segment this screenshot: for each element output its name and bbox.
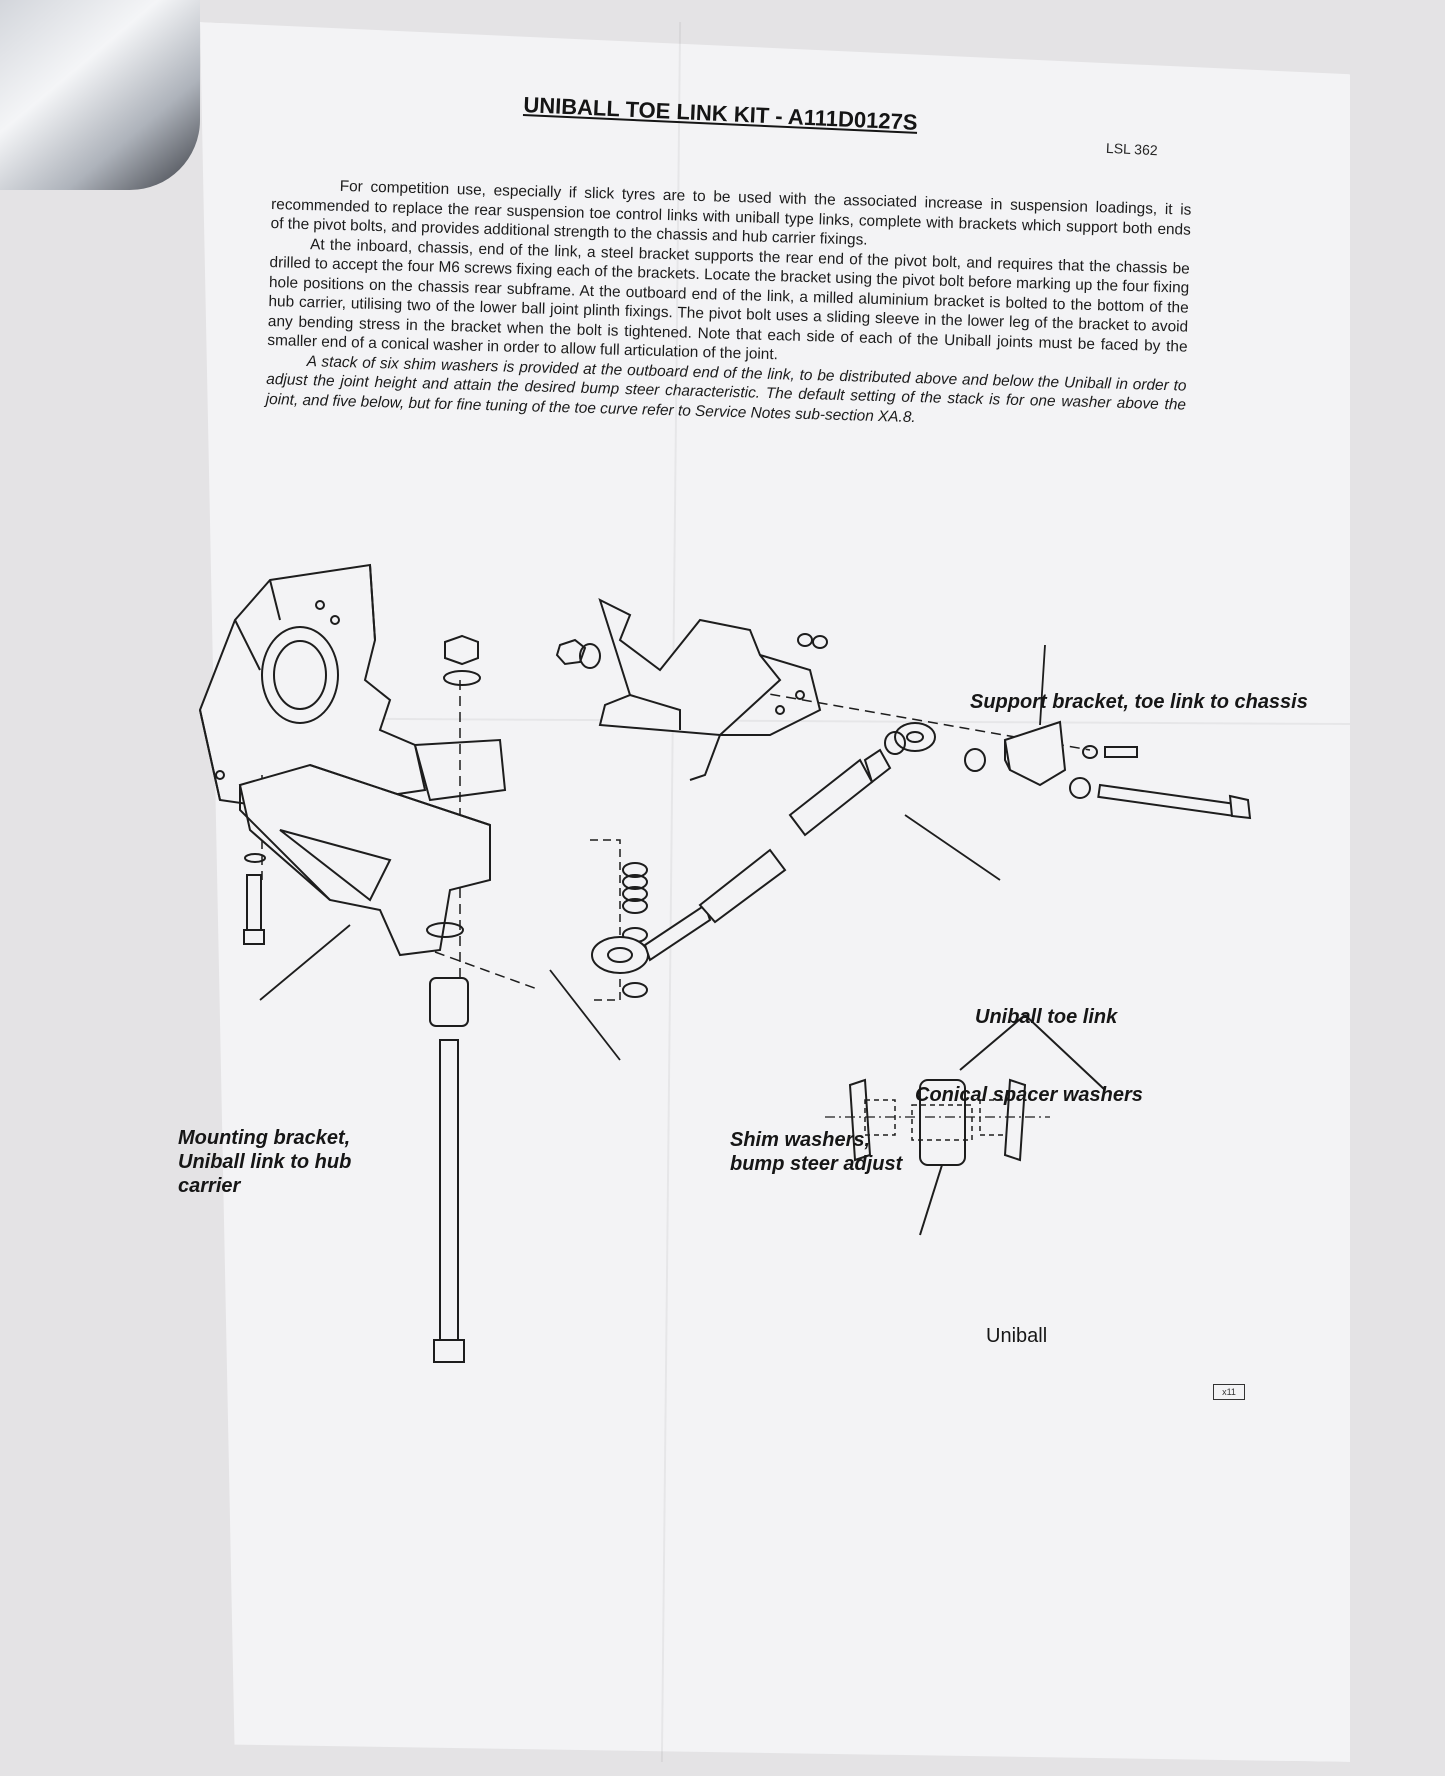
nut-drawing <box>443 634 481 686</box>
label-support-bracket: Support bracket, toe link to chassis <box>970 691 1308 713</box>
page-tag: x11 <box>1213 1384 1245 1400</box>
label-mounting-bracket: Mounting bracket, Uniball link to hub ca… <box>178 1127 352 1197</box>
background-object <box>0 0 200 190</box>
document-title: UNIBALL TOE LINK KIT - A111D0127S <box>522 92 919 135</box>
support-bracket-drawing <box>1003 720 1252 820</box>
label-uniball: Uniball <box>986 1325 1048 1347</box>
exploded-assembly-diagram <box>198 563 1252 1363</box>
pivot-bolt-drawing <box>429 977 469 1363</box>
toe-link-drawing <box>591 722 936 974</box>
document-reference: LSL 362 <box>1105 139 1158 159</box>
chassis-washers-drawing <box>555 633 986 772</box>
screw-drawing <box>243 853 266 945</box>
label-shim-washers: Shim washers, bump steer adjust <box>730 1129 903 1175</box>
shim-washer-stack-drawing <box>590 839 648 1001</box>
chassis-subframe-drawing <box>598 598 822 781</box>
label-toe-link: Uniball toe link <box>975 1006 1118 1028</box>
instructions-text: For competition use, especially if slick… <box>265 175 1192 435</box>
label-conical-washers: Conical spacer washers <box>915 1084 1143 1106</box>
mounting-bracket-drawing <box>238 763 491 957</box>
conical-washer-detail-drawing <box>825 1014 1106 1236</box>
